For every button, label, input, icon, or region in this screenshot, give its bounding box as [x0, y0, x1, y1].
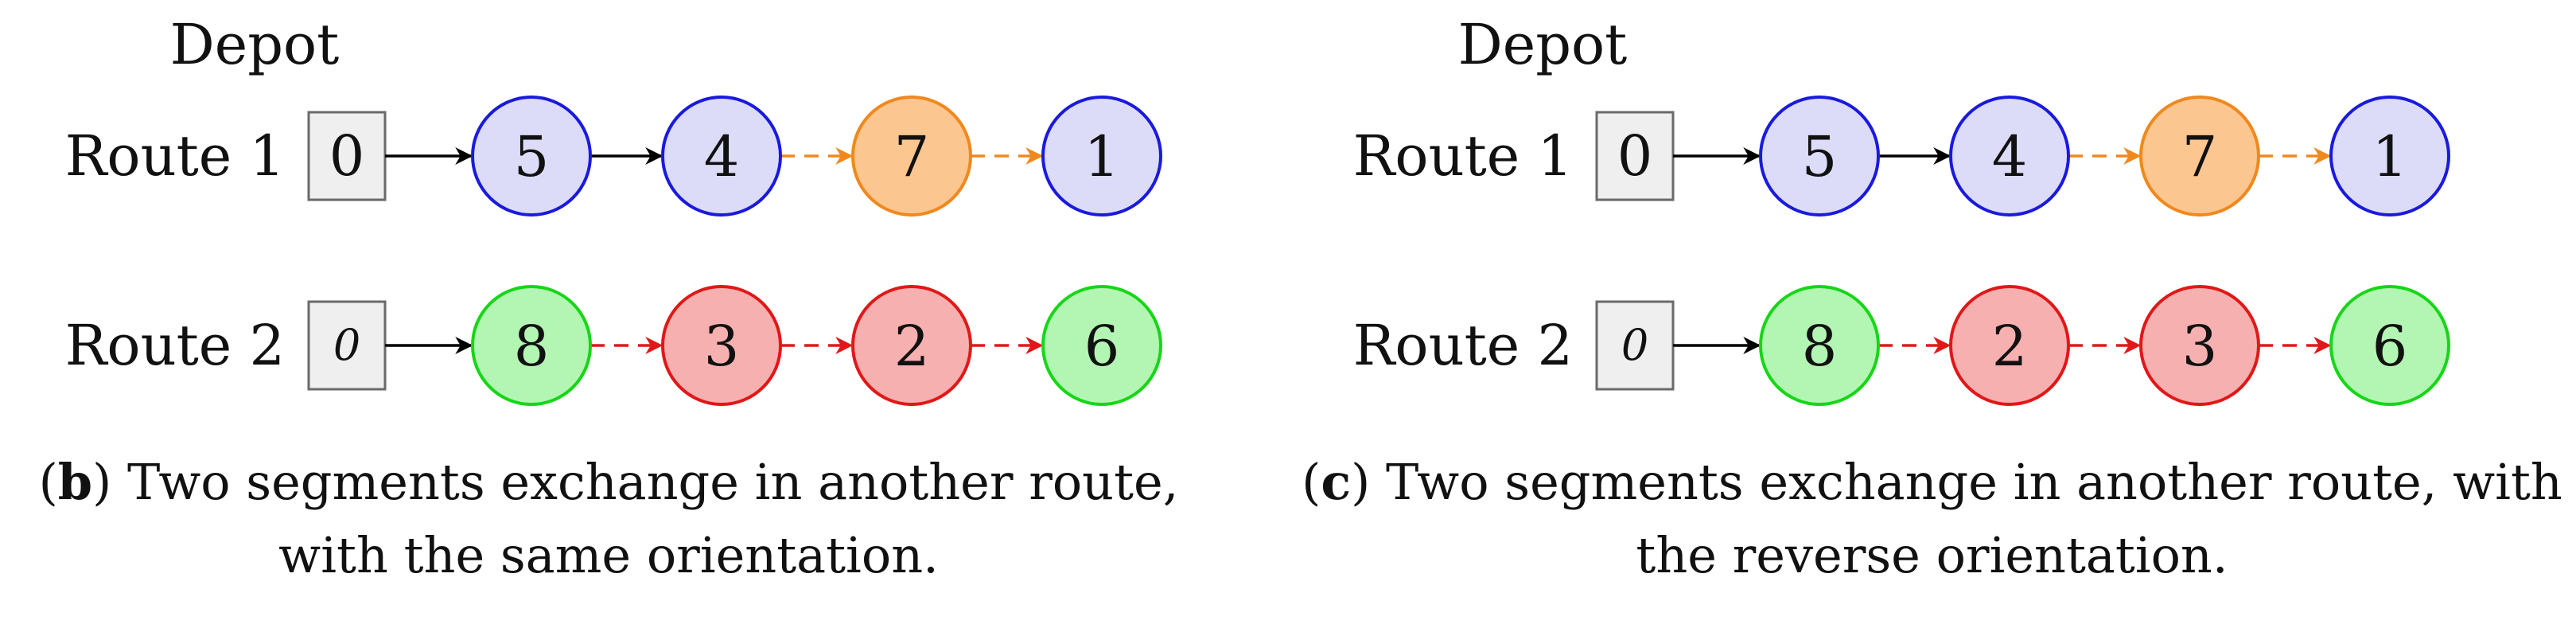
- caption-c: (c) Two segments exchange in another rou…: [1288, 446, 2576, 592]
- depot-node-text: 0: [333, 320, 360, 370]
- depot-node-text: 0: [1617, 123, 1653, 189]
- depot-box: [307, 111, 387, 201]
- caption-text-1: Two segments exchange in another route, …: [1386, 453, 2562, 511]
- customer-node-circle: [661, 96, 782, 217]
- route-label: Route 2: [65, 313, 285, 378]
- route-label: Route 1: [1353, 123, 1573, 189]
- customer-node-circle: [1759, 96, 1880, 217]
- caption-line-2: the reverse orientation.: [1636, 526, 2228, 584]
- customer-node-label: 3: [2182, 314, 2218, 379]
- caption-line-1: (c) Two segments exchange in another rou…: [1302, 453, 2562, 511]
- customer-node-label: 1: [2372, 124, 2408, 189]
- customer-node-circle: [1949, 285, 2070, 406]
- depot-node-text: 0: [329, 123, 365, 189]
- customer-node-circle: [471, 285, 592, 406]
- customer-node-circle: [1949, 96, 2070, 217]
- depot-label: Depot: [170, 12, 340, 77]
- depot-box: [1595, 111, 1675, 201]
- customer-node-circle: [1759, 285, 1880, 406]
- customer-node-circle: [1041, 96, 1162, 217]
- route-label: Route 1: [65, 123, 285, 189]
- customer-node-circle: [851, 96, 972, 217]
- customer-node-label: 6: [1084, 314, 1120, 379]
- caption-line-1: (b) Two segments exchange in another rou…: [38, 453, 1179, 511]
- depot-label: Depot: [1458, 12, 1628, 77]
- customer-node-circle: [2139, 285, 2260, 406]
- customer-node-label: 7: [894, 124, 930, 189]
- depot-box: [1595, 300, 1675, 391]
- caption-tag: c: [1321, 453, 1352, 511]
- customer-node-circle: [2139, 96, 2260, 217]
- route-label: Route 2: [1353, 313, 1573, 378]
- depot-box: [307, 300, 387, 391]
- caption-b: (b) Two segments exchange in another rou…: [32, 446, 1185, 592]
- customer-node-label: 4: [1992, 124, 2028, 189]
- customer-node-circle: [2329, 285, 2450, 406]
- customer-node-label: 5: [514, 124, 550, 189]
- customer-node-circle: [661, 285, 782, 406]
- customer-node-label: 8: [1802, 314, 1838, 379]
- customer-node-label: 3: [704, 314, 740, 379]
- depot-node-text: 0: [1621, 320, 1648, 370]
- customer-node-label: 2: [1992, 314, 2028, 379]
- caption-line-2: with the same orientation.: [278, 526, 939, 584]
- customer-node-label: 5: [1802, 124, 1838, 189]
- customer-node-label: 2: [894, 314, 930, 379]
- customer-node-circle: [851, 285, 972, 406]
- customer-node-circle: [471, 96, 592, 217]
- customer-node-label: 8: [514, 314, 550, 379]
- caption-text-1: Two segments exchange in another route,: [127, 453, 1179, 511]
- customer-node-label: 1: [1084, 124, 1120, 189]
- customer-node-circle: [2329, 96, 2450, 217]
- customer-node-label: 4: [704, 124, 740, 189]
- customer-node-circle: [1041, 285, 1162, 406]
- customer-node-label: 7: [2182, 124, 2218, 189]
- caption-tag: b: [57, 453, 93, 511]
- customer-node-label: 6: [2372, 314, 2408, 379]
